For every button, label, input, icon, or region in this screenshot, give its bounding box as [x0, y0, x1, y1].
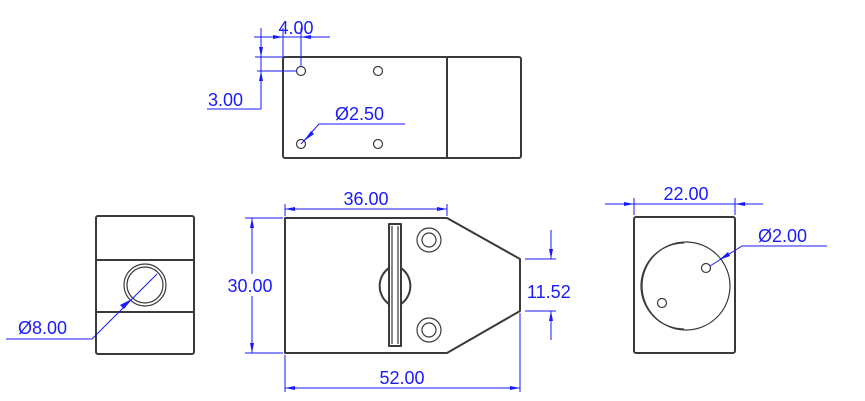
mount-hole	[295, 138, 307, 150]
dimension-width: 22.00	[605, 184, 763, 215]
dim-label: 52.00	[379, 368, 424, 388]
dim-label: Ø2.00	[758, 226, 807, 246]
mount-hole	[372, 138, 384, 150]
counterbore-outer	[416, 317, 442, 343]
center-bore-left	[378, 267, 390, 305]
dim-label: 11.52	[527, 282, 571, 302]
right-view: 22.00 Ø2.00	[605, 184, 827, 354]
pin-hole	[656, 297, 668, 309]
front-view-outline	[284, 217, 521, 354]
bore-inner	[126, 266, 164, 304]
top-view: 4.00 3.00 Ø2.50	[207, 18, 522, 159]
dim-label: 3.00	[208, 90, 243, 110]
left-view-outline	[95, 215, 195, 355]
dimension-top-length: 36.00	[284, 189, 448, 216]
counterbore-inner	[421, 322, 437, 338]
dimension-tip-width: 11.52	[525, 230, 571, 340]
dim-label: 30.00	[227, 276, 272, 296]
dimension-overall-length: 52.00	[284, 313, 521, 392]
dim-label: Ø2.50	[335, 104, 384, 124]
counterbore-outer	[416, 227, 442, 253]
top-view-outline	[282, 56, 522, 159]
dimension-hole-diameter: Ø2.50	[300, 104, 405, 145]
dimension-height: 30.00	[227, 217, 283, 354]
mount-hole	[372, 65, 384, 77]
left-view: Ø8.00	[6, 215, 195, 355]
pin-hole	[700, 262, 712, 274]
mount-hole	[295, 65, 307, 77]
right-view-outline	[633, 216, 736, 354]
dim-label: 36.00	[343, 189, 388, 209]
counterbore-inner	[421, 232, 437, 248]
front-view: 36.00 30.00 11.52	[227, 189, 571, 392]
boss-circle	[641, 241, 731, 331]
dimension-pin-hole-diameter: Ø2.00	[709, 226, 827, 267]
slot	[388, 223, 402, 347]
center-bore-right	[400, 267, 412, 305]
dimension-bore-diameter: Ø8.00	[6, 273, 158, 340]
dimension-hole-offset-y: 3.00	[207, 28, 297, 110]
dimension-hole-offset-x: 4.00	[254, 18, 330, 67]
dim-label: 22.00	[663, 184, 708, 204]
dim-label: Ø8.00	[18, 318, 67, 338]
dim-label: 4.00	[278, 18, 313, 38]
bore-outer	[123, 263, 167, 307]
